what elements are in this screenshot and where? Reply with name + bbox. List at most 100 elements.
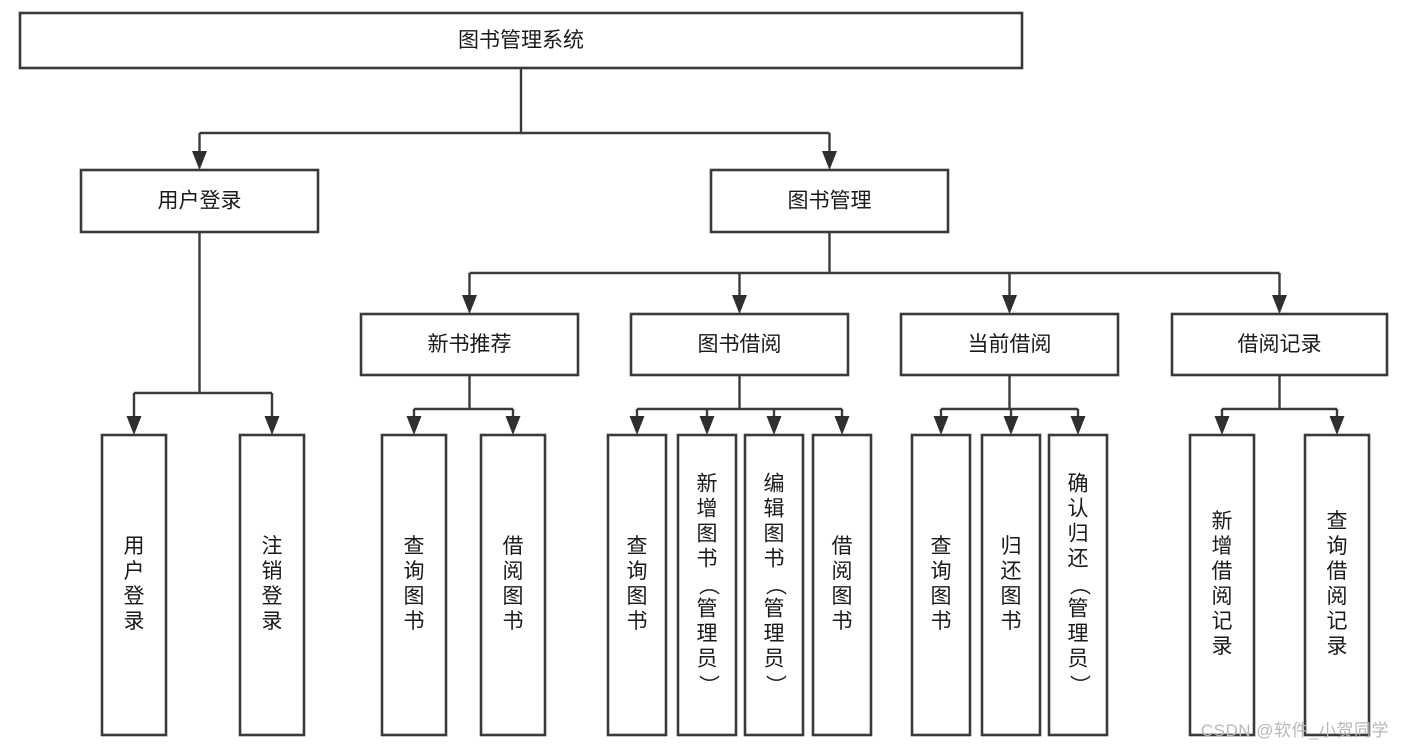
label-char: 阅: [1327, 585, 1348, 608]
label-char: 增: [1212, 535, 1233, 558]
node-l3-新书推荐[interactable]: 新书推荐: [359, 312, 580, 377]
node-leaf-8-查询图书-box[interactable]: [910, 433, 972, 737]
node-l3-新书推荐-label: 新书推荐: [428, 333, 512, 356]
node-l3-图书借阅-label: 图书借阅: [698, 333, 782, 356]
node-l2-用户登录-label: 用户登录: [158, 190, 242, 213]
arrow-head-icon: [1070, 416, 1086, 435]
arrow-head-icon: [834, 416, 850, 435]
node-l2-图书管理-box[interactable]: [709, 168, 950, 234]
node-leaf-7-借阅图书-box[interactable]: [811, 433, 873, 737]
arrow-head-icon: [192, 151, 207, 170]
node-leaf-3-借阅图书-box[interactable]: [479, 433, 547, 737]
node-l3-借阅记录-box[interactable]: [1170, 312, 1389, 377]
label-char: 查: [627, 535, 648, 558]
label-char: 录: [1212, 635, 1233, 658]
label-char: （: [1067, 575, 1090, 596]
label-char: 认: [1068, 498, 1089, 521]
arrow-head-icon: [264, 416, 280, 435]
label-char: 录: [124, 610, 145, 633]
node-root-图书管理系统[interactable]: 图书管理系统: [18, 11, 1024, 70]
label-char: 书: [832, 610, 853, 633]
label-char: 图: [931, 585, 952, 608]
node-l3-当前借阅[interactable]: 当前借阅: [899, 312, 1120, 377]
node-root-图书管理系统-box[interactable]: [18, 11, 1024, 70]
node-l2-用户登录-box[interactable]: [79, 168, 320, 234]
node-l3-图书借阅-box[interactable]: [629, 312, 850, 377]
label-char: 记: [1327, 610, 1348, 633]
label-char: 图: [404, 585, 425, 608]
node-leaf-10-确认归还管理员-box[interactable]: [1047, 433, 1109, 737]
arrow-head-icon: [1003, 416, 1019, 435]
node-l3-借阅记录-label: 借阅记录: [1238, 333, 1322, 356]
arrow-head-icon: [1329, 416, 1345, 435]
label-char: 理: [1068, 623, 1089, 646]
label-char: 编: [764, 473, 785, 496]
connector-layer: [126, 68, 1345, 435]
arrow-head-icon: [1002, 295, 1017, 314]
arrow-head-icon: [505, 416, 521, 435]
label-char: 用: [124, 535, 145, 558]
node-leaf-4-查询图书-box[interactable]: [606, 433, 668, 737]
arrow-head-icon: [126, 416, 142, 435]
arrow-head-icon: [933, 416, 949, 435]
label-char: 员: [697, 648, 718, 671]
label-char: 归: [1068, 523, 1089, 546]
label-char: 户: [124, 560, 145, 583]
label-char: 员: [1068, 648, 1089, 671]
node-l3-当前借阅-box[interactable]: [899, 312, 1120, 377]
arrow-head-icon: [406, 416, 422, 435]
label-char: （: [696, 575, 719, 596]
label-char: ）: [696, 675, 719, 696]
node-leaf-5-新增图书管理员-box[interactable]: [676, 433, 738, 737]
label-char: 阅: [1212, 585, 1233, 608]
label-char: 书: [1001, 610, 1022, 633]
node-leaf-11-新增借阅记录-box[interactable]: [1188, 433, 1256, 737]
node-l3-新书推荐-box[interactable]: [359, 312, 580, 377]
label-char: 询: [627, 560, 648, 583]
node-l2-图书管理[interactable]: 图书管理: [709, 168, 950, 234]
label-char: 管: [1068, 598, 1089, 621]
node-leaf-6-编辑图书管理员-box[interactable]: [743, 433, 805, 737]
node-l2-用户登录[interactable]: 用户登录: [79, 168, 320, 234]
label-char: （: [763, 575, 786, 596]
node-leaf-9-归还图书-box[interactable]: [980, 433, 1042, 737]
label-char: 询: [404, 560, 425, 583]
label-char: 查: [931, 535, 952, 558]
label-char: 新: [697, 473, 718, 496]
label-char: 录: [262, 610, 283, 633]
label-char: 增: [697, 498, 718, 521]
label-char: 归: [1001, 535, 1022, 558]
arrow-head-icon: [766, 416, 782, 435]
node-leaf-2-查询图书-box[interactable]: [380, 433, 448, 737]
node-leaf-0-用户登录[interactable]: 用户登录: [100, 433, 168, 737]
label-char: 阅: [832, 560, 853, 583]
label-char: 图: [764, 523, 785, 546]
label-char: 管: [764, 598, 785, 621]
node-l3-借阅记录[interactable]: 借阅记录: [1170, 312, 1389, 377]
node-leaf-12-查询借阅记录-box[interactable]: [1303, 433, 1371, 737]
node-l3-图书借阅[interactable]: 图书借阅: [629, 312, 850, 377]
label-char: 销: [262, 560, 283, 583]
node-leaf-0-用户登录-box[interactable]: [100, 433, 168, 737]
node-leaf-1-注销登录-box[interactable]: [238, 433, 306, 737]
label-char: 查: [404, 535, 425, 558]
